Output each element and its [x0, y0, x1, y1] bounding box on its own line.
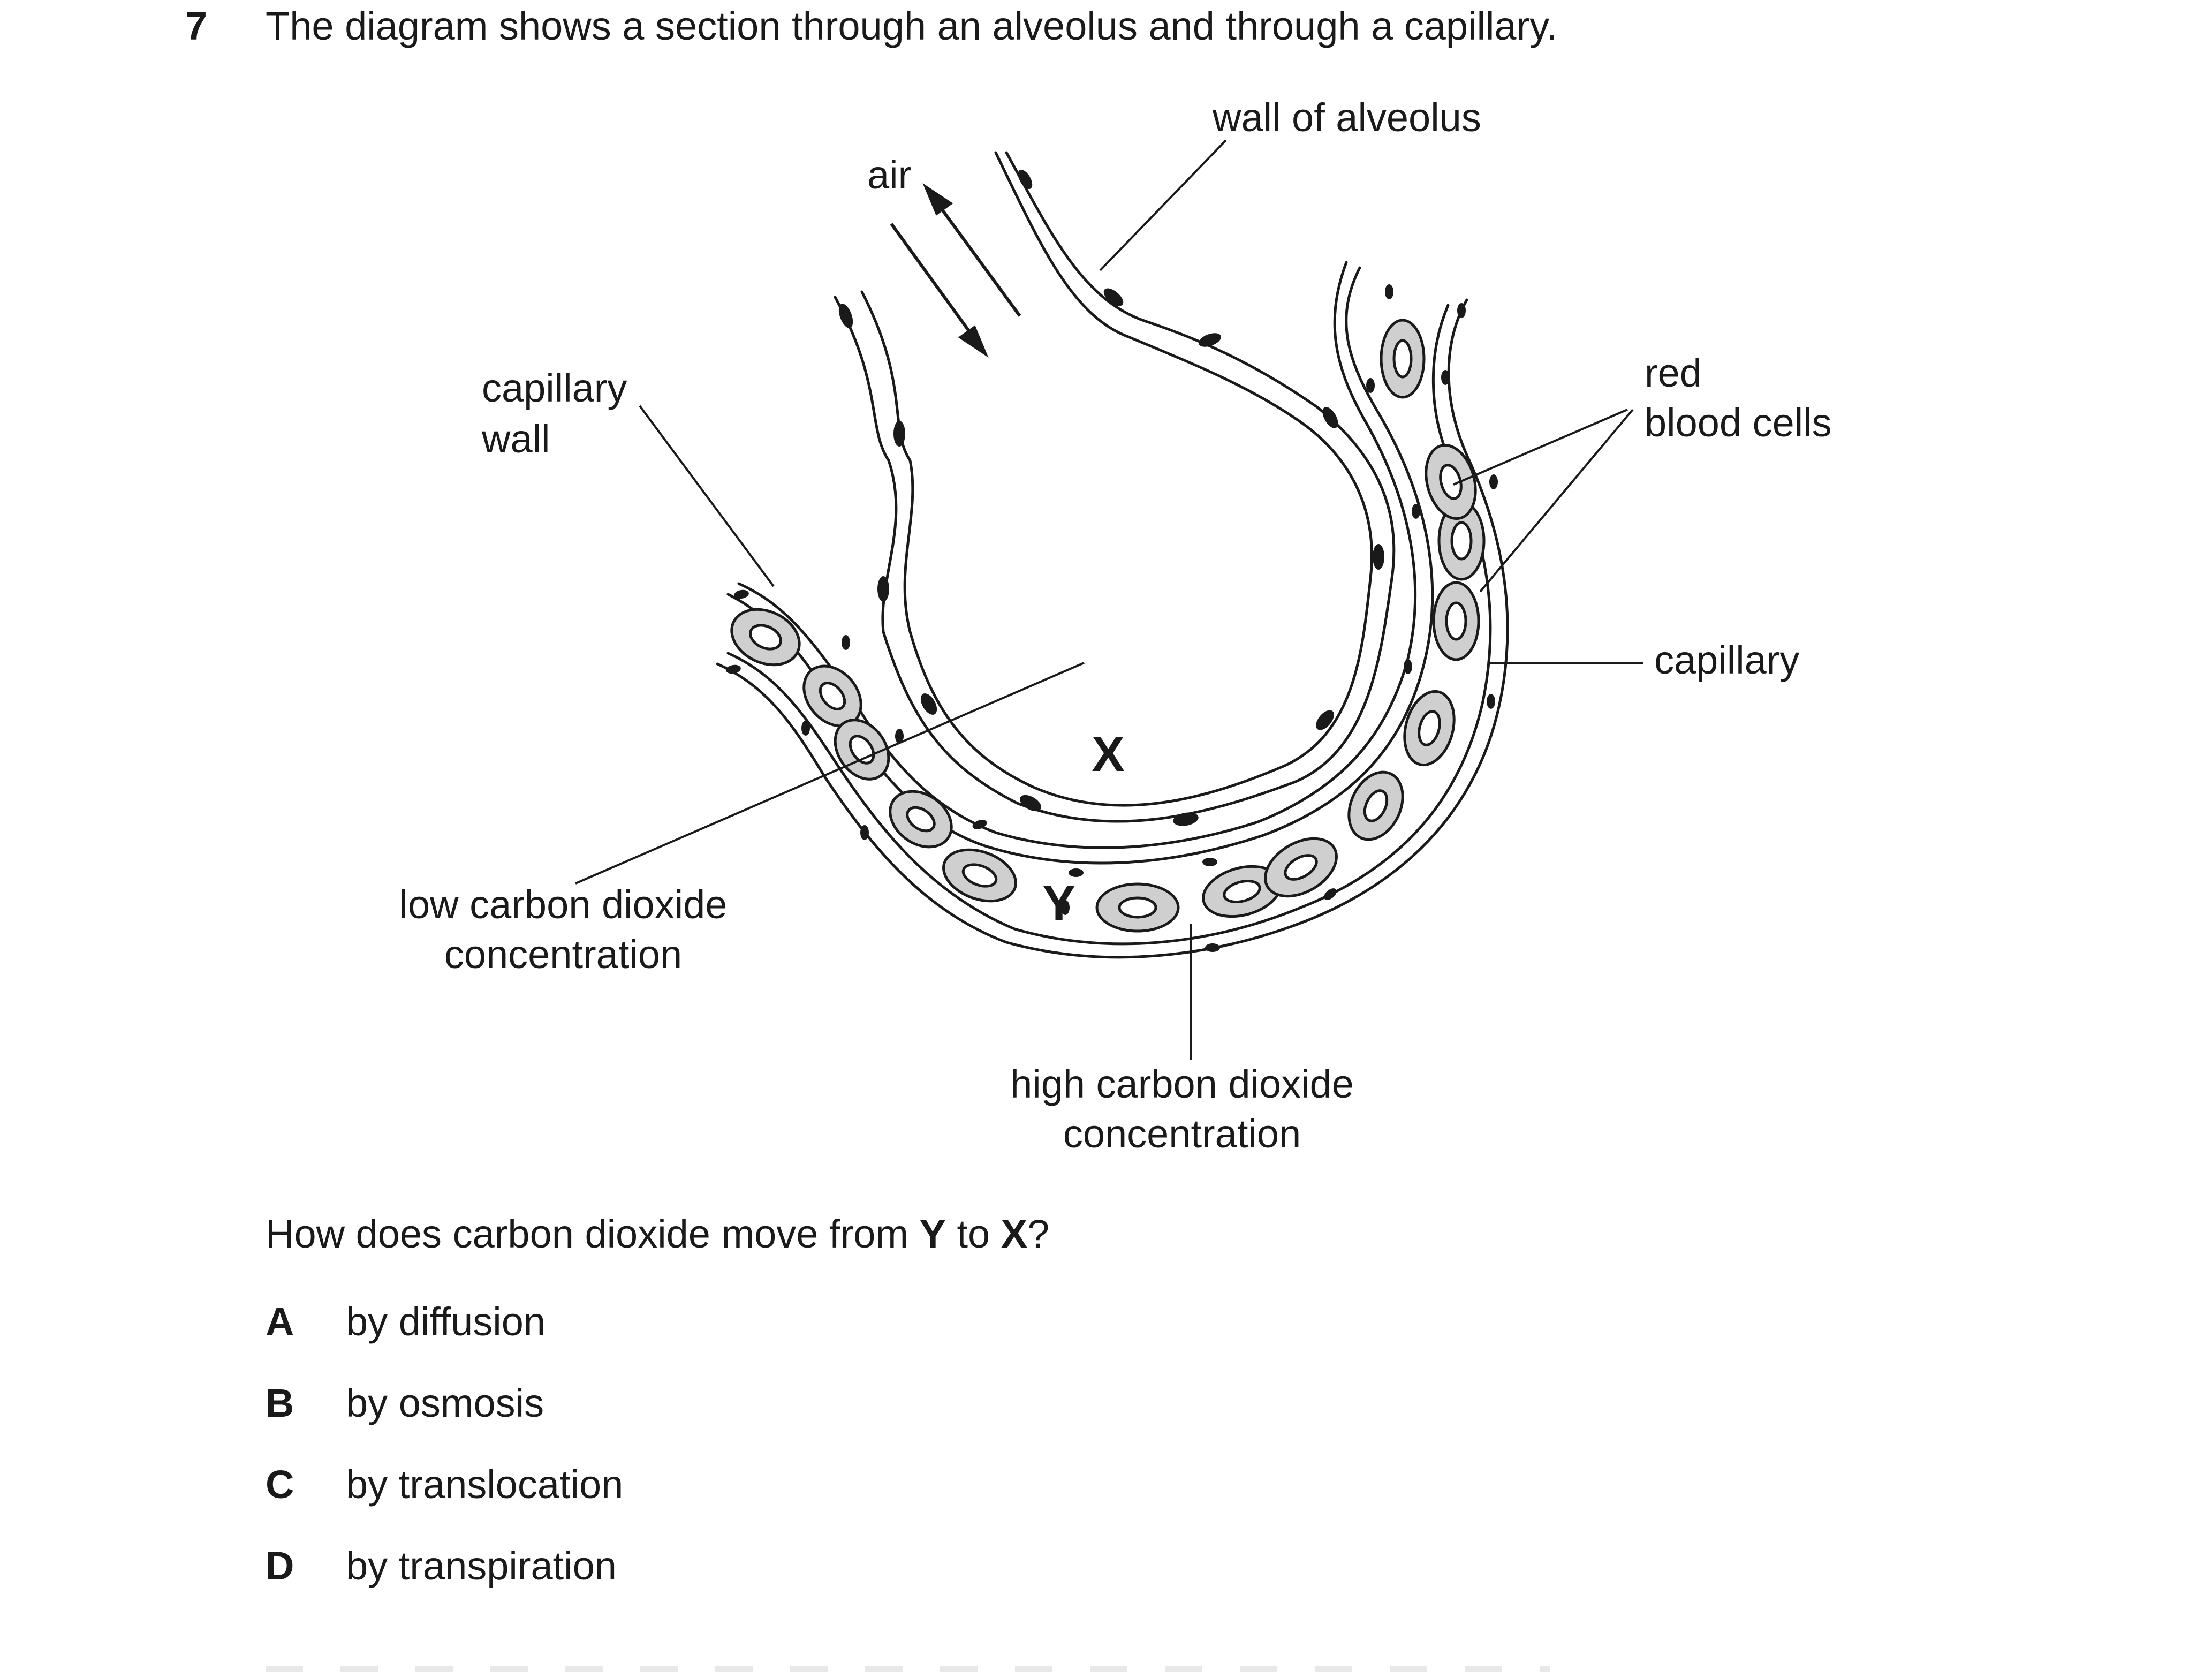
- rbc-5: [942, 848, 1017, 903]
- leader-low-co2: [575, 662, 1085, 885]
- capillary-wall-inner-a: [726, 266, 1434, 865]
- question-stem: The diagram shows a section through an a…: [266, 4, 1558, 48]
- label-capillary-wall-1: capillary: [482, 366, 627, 410]
- ask-suffix: ?: [1027, 1212, 1050, 1256]
- ask-prefix: How does carbon dioxide move from: [266, 1212, 920, 1256]
- cropped-next-line: [266, 1666, 1550, 1672]
- wall-nuclei: [726, 169, 1498, 952]
- alveolus-capillary-diagram: air wall of alveolus capillary wall red …: [399, 95, 1832, 1156]
- label-red-2: blood cells: [1645, 400, 1832, 445]
- rbc-9: [1347, 770, 1404, 841]
- label-capillary-wall-2: wall: [481, 417, 550, 461]
- option-letter: D: [266, 1544, 294, 1588]
- option-letter: C: [266, 1462, 294, 1507]
- leader-lines: [575, 139, 1643, 1060]
- leader-capillary-wall: [639, 405, 775, 587]
- option-letter: A: [266, 1299, 294, 1344]
- rbc-10: [1403, 690, 1456, 767]
- label-high-co2-1: high carbon dioxide: [1010, 1062, 1354, 1106]
- ask-y: Y: [919, 1212, 946, 1256]
- label-low-co2-1: low carbon dioxide: [399, 882, 728, 927]
- alveolus-wall-outer: [860, 151, 1373, 807]
- rbc-11: [1432, 581, 1480, 661]
- rbc-2: [802, 664, 862, 728]
- option-text: by translocation: [346, 1462, 624, 1507]
- red-blood-cells: [730, 319, 1486, 933]
- question-prompt: How does carbon dioxide move from Y to X…: [266, 1211, 1049, 1257]
- ask-x: X: [1001, 1212, 1028, 1256]
- capillary-wall-outer-a: [716, 298, 1509, 959]
- rbc-4: [889, 790, 953, 849]
- alveolus-wall-inner: [834, 151, 1396, 823]
- label-air: air: [867, 153, 911, 197]
- label-y: Y: [1042, 876, 1075, 931]
- label-wall-of-alveolus: wall of alveolus: [1212, 95, 1481, 140]
- rbc-8: [1264, 837, 1338, 898]
- label-capillary: capillary: [1654, 638, 1799, 682]
- rbc-1: [730, 608, 801, 667]
- label-high-co2-2: concentration: [1063, 1112, 1301, 1156]
- air-arrows: [890, 183, 1021, 358]
- ask-mid: to: [945, 1212, 1001, 1256]
- label-x: X: [1092, 727, 1124, 782]
- leader-rbc-b: [1479, 409, 1634, 593]
- label-low-co2-2: concentration: [444, 932, 682, 977]
- option-letter: B: [266, 1381, 294, 1425]
- rbc-7: [1202, 865, 1282, 918]
- option-text: by diffusion: [346, 1299, 546, 1344]
- rbc-14: [1380, 319, 1426, 399]
- leader-wall-of-alveolus: [1099, 139, 1227, 271]
- rbc-6: [1095, 882, 1180, 933]
- option-text: by transpiration: [346, 1544, 617, 1588]
- option-text: by osmosis: [346, 1381, 544, 1425]
- option-c[interactable]: C by translocation: [266, 1462, 623, 1507]
- question-number: 7: [185, 4, 208, 48]
- option-b[interactable]: B by osmosis: [266, 1380, 544, 1426]
- option-a[interactable]: A by diffusion: [266, 1299, 546, 1344]
- label-red-1: red: [1645, 351, 1702, 395]
- leader-rbc-a: [1453, 409, 1628, 486]
- rbc-12: [1437, 501, 1486, 581]
- rbc-13: [1425, 443, 1477, 520]
- option-d[interactable]: D by transpiration: [266, 1543, 617, 1589]
